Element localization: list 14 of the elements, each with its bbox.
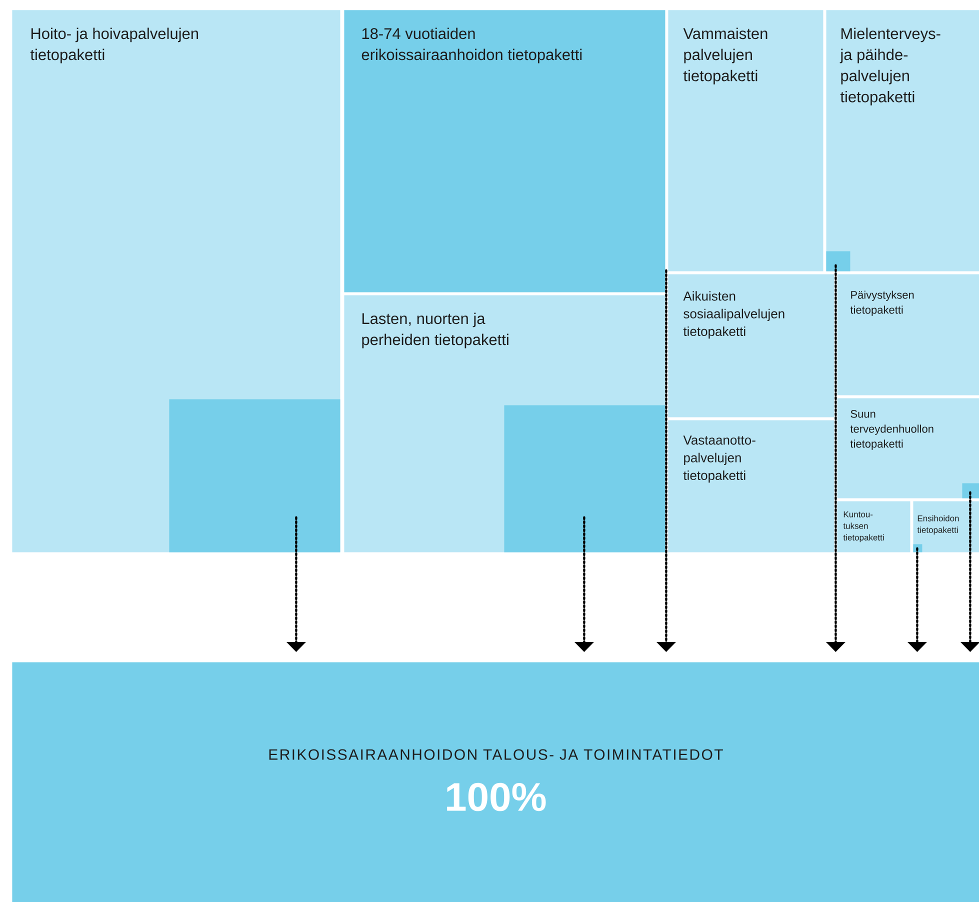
category-box: Aikuisten sosiaalipalvelujen tietopaketti xyxy=(668,274,834,418)
category-box: Kuntou- tuksen tietopaketti xyxy=(837,501,910,552)
category-box: Suun terveydenhuollon tietopaketti xyxy=(837,398,979,498)
share-box xyxy=(826,251,850,272)
share-box xyxy=(962,483,979,498)
category-box: Ensihoidon tietopaketti xyxy=(913,501,979,552)
category-box: Päivystyksen tietopaketti xyxy=(837,274,979,396)
category-box: Vastaanotto- palvelujen tietopaketti xyxy=(668,420,834,552)
summary-box: ERIKOISSAIRAANHOIDON TALOUS- JA TOIMINTATIEDOT 100% xyxy=(12,662,979,902)
share-box xyxy=(169,399,340,552)
share-box xyxy=(504,405,666,552)
category-box: 18-74 vuotiaiden erikoissairaanhoidon tietopaketti xyxy=(344,10,666,292)
category-box: Vammaisten palvelujen tietopaketti xyxy=(668,10,824,272)
category-box: Mielenterveys- ja päihde- palvelujen tietopaketti xyxy=(826,10,979,272)
